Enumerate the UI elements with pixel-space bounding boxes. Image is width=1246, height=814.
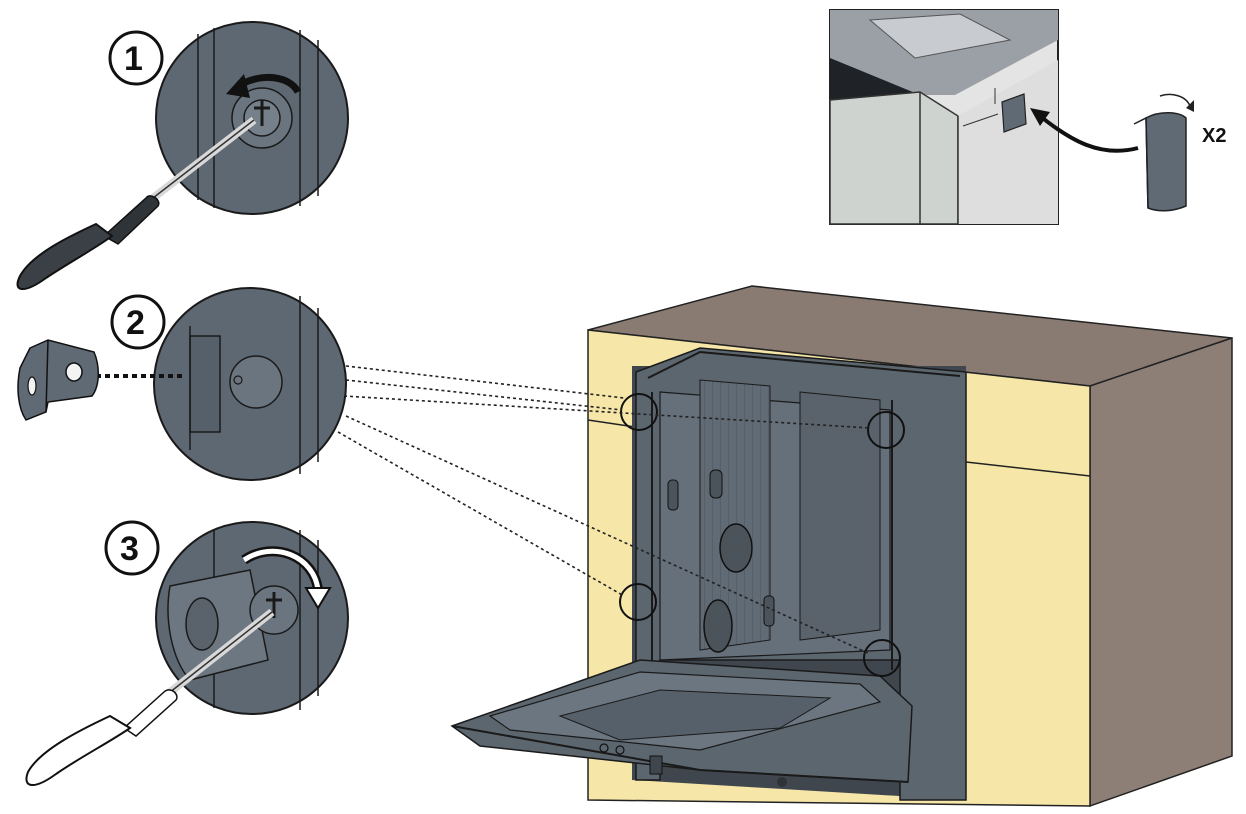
step-3-detail: 3 <box>106 522 348 714</box>
step-1-number: 1 <box>124 40 143 78</box>
dishwasher <box>452 348 966 800</box>
step-2-detail: 2 <box>112 288 346 480</box>
multiplier-label: X2 <box>1202 125 1226 147</box>
clip-icon <box>1134 94 1194 210</box>
step-3-number: 3 <box>120 530 139 568</box>
step-1-detail: 1 <box>110 22 348 214</box>
step-2-number: 2 <box>126 304 145 342</box>
l-bracket-icon <box>18 340 98 420</box>
inset-panel <box>830 10 1138 224</box>
